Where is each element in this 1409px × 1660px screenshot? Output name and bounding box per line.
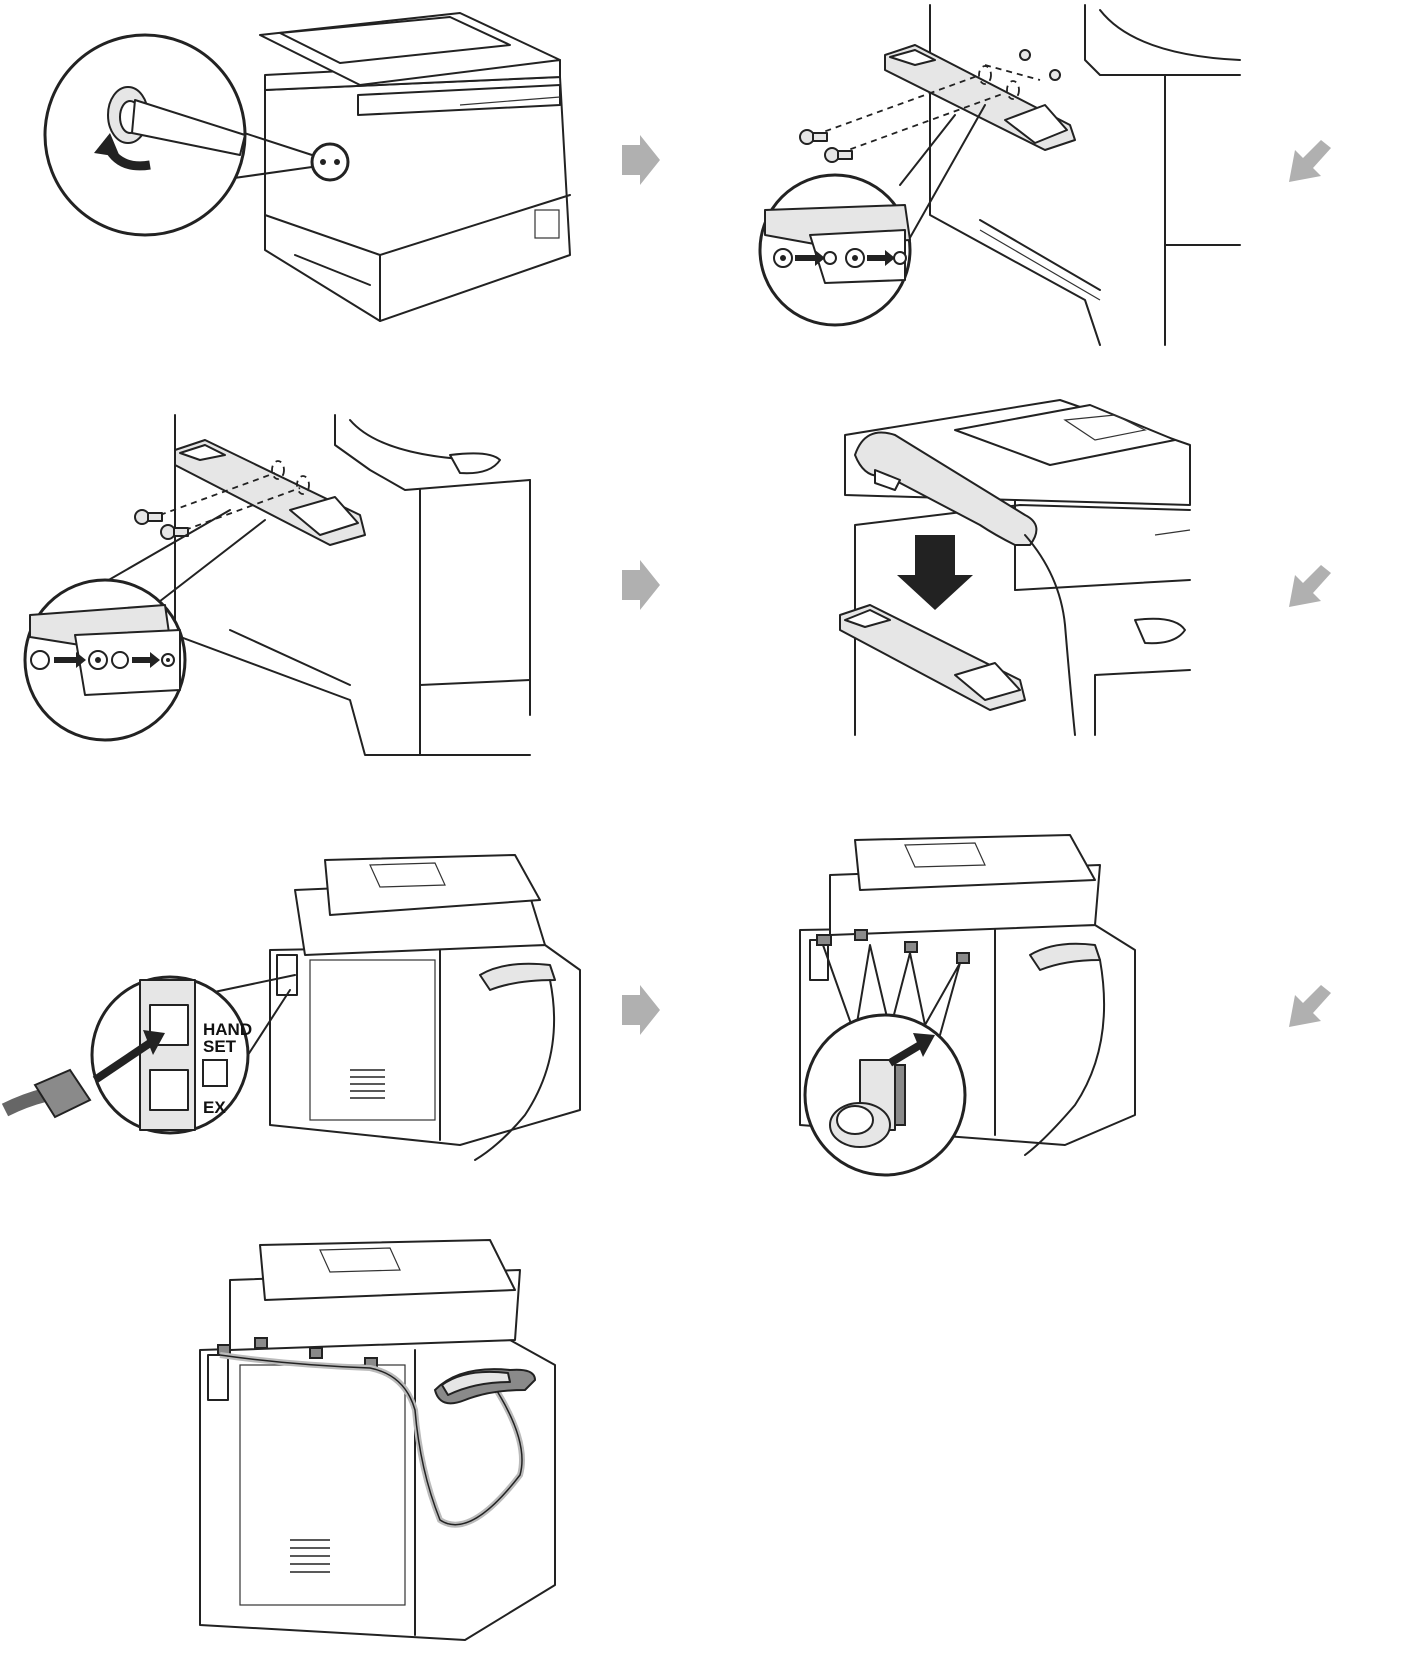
zoom-magnifier: HAND SET EX [92, 977, 252, 1133]
next-step-arrow-icon [1285, 985, 1331, 1036]
step-panel-remove-cap [40, 5, 600, 330]
zoom-magnifier [25, 580, 185, 740]
handset-port-label-2: SET [203, 1037, 237, 1056]
next-step-arrow-icon [622, 560, 662, 615]
phone-glyph-icon [203, 1060, 227, 1086]
zoom-magnifier [760, 175, 910, 325]
step-panel-attach-clamps [795, 835, 1150, 1175]
step-panel-route-cord [190, 1240, 570, 1660]
handset-cradle [885, 45, 1075, 150]
step-panel-insert-screws [755, 5, 1240, 345]
step-panel-connect-cable: HAND SET EX [5, 855, 580, 1165]
ext-port-label: EX [203, 1098, 226, 1117]
printer-side-illustration [930, 5, 1240, 345]
step-panel-attach-cradle [20, 415, 535, 760]
zoom-magnifier [45, 35, 245, 235]
next-step-arrow-icon [622, 985, 662, 1040]
handset-cradle [840, 605, 1025, 710]
down-arrow-icon [897, 535, 973, 610]
step-panel-place-handset [835, 395, 1190, 735]
handset-cradle [175, 440, 365, 545]
next-step-arrow-icon [1285, 565, 1331, 616]
zoom-magnifier [805, 1015, 965, 1175]
next-step-arrow-icon [622, 135, 662, 190]
printer-rear-illustration [200, 1240, 555, 1640]
next-step-arrow-icon [1285, 140, 1331, 191]
